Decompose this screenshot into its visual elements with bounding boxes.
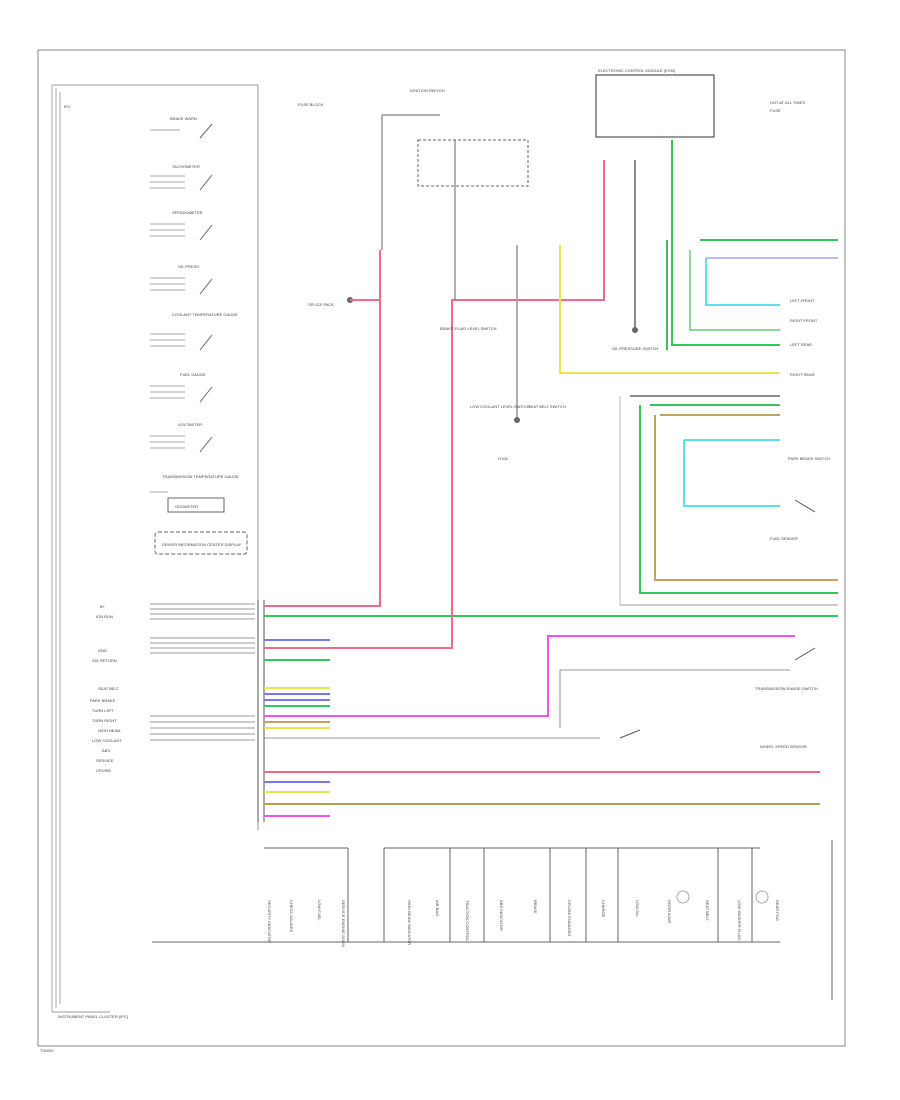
svg-text:BRAKE: BRAKE xyxy=(533,900,538,914)
svg-text:ELECTRONIC CONTROL MODULE (ECM: ELECTRONIC CONTROL MODULE (ECM) xyxy=(598,68,676,73)
svg-text:LEFT FRONT: LEFT FRONT xyxy=(790,298,815,303)
svg-text:DRIVER INFORMATION CENTER DISP: DRIVER INFORMATION CENTER DISPLAY xyxy=(162,542,242,547)
svg-text:SERVICE: SERVICE xyxy=(96,758,114,763)
svg-text:OIL PRESSURE SWITCH: OIL PRESSURE SWITCH xyxy=(612,346,658,351)
svg-text:TURN LEFT: TURN LEFT xyxy=(92,708,115,713)
svg-text:CHARGE: CHARGE xyxy=(601,900,606,917)
svg-text:TACHOMETER: TACHOMETER xyxy=(172,164,200,169)
svg-text:FUSE BLOCK: FUSE BLOCK xyxy=(298,102,324,107)
svg-text:LOW COOLANT: LOW COOLANT xyxy=(92,738,122,743)
svg-text:LOW COOLANT LEVEL SWITCH: LOW COOLANT LEVEL SWITCH xyxy=(470,404,530,409)
svg-text:VOLTMETER: VOLTMETER xyxy=(178,422,202,427)
svg-text:SEAT BELT: SEAT BELT xyxy=(98,686,119,691)
gauge-item: OIL PRESS xyxy=(150,264,213,295)
gauge-item: VOLTMETER xyxy=(150,422,213,453)
gauge-item: ODOMETER xyxy=(175,504,198,509)
gauge-item: FUEL GAUGE xyxy=(150,372,213,403)
svg-text:SPEEDOMETER: SPEEDOMETER xyxy=(172,210,203,215)
svg-text:PARK BRAKE: PARK BRAKE xyxy=(90,698,116,703)
wire-tan xyxy=(654,415,838,581)
svg-text:ABS INDICATOR: ABS INDICATOR xyxy=(499,900,504,931)
ecm-module: ELECTRONIC CONTROL MODULE (ECM) HOT AT A… xyxy=(595,68,805,138)
wire-yellow xyxy=(559,245,780,374)
gauge-item: COOLANT TEMPERATURE GAUGE xyxy=(150,312,238,351)
svg-text:SECURITY INDICATOR: SECURITY INDICATOR xyxy=(267,900,272,943)
svg-text:SEAT BELT SWITCH: SEAT BELT SWITCH xyxy=(528,404,566,409)
right-wires xyxy=(619,140,838,606)
gauge-item: TRANSMISSION TEMPERATURE GAUGE xyxy=(150,474,239,513)
wire-green-mid xyxy=(639,405,838,594)
svg-text:IGNITION SWITCH: IGNITION SWITCH xyxy=(410,88,445,93)
svg-text:IGN RUN: IGN RUN xyxy=(96,614,113,619)
svg-text:ODOMETER: ODOMETER xyxy=(175,504,198,509)
diagram-frame xyxy=(37,49,846,1047)
svg-text:FUEL GAUGE: FUEL GAUGE xyxy=(180,372,206,377)
indicator-lamps: SECURITY INDICATOR CHECK GAUGES LOW FUEL… xyxy=(152,840,833,1000)
svg-text:B+: B+ xyxy=(100,604,106,609)
svg-text:SERVICE ENGINE SOON: SERVICE ENGINE SOON xyxy=(341,900,346,947)
instrument-panel-cluster: IPC INSTRUMENT PANEL CLUSTER (IPC) xyxy=(51,84,259,1019)
svg-text:HIGH BEAM: HIGH BEAM xyxy=(98,728,120,733)
svg-text:COOLANT TEMPERATURE GAUGE: COOLANT TEMPERATURE GAUGE xyxy=(172,312,238,317)
svg-text:PARK BRAKE SWITCH: PARK BRAKE SWITCH xyxy=(788,456,830,461)
cluster-wires xyxy=(264,114,838,817)
fuse-block: FUSE BLOCK IGNITION SWITCH xyxy=(298,88,529,300)
gauge-list: BRAKE WARN TACHOMETER SPEEDOMETER OIL PR… xyxy=(150,116,248,555)
svg-text:LOW FUEL: LOW FUEL xyxy=(317,900,322,921)
wire-pink-ign xyxy=(264,160,605,649)
wire-green-ecm xyxy=(671,140,780,346)
svg-text:TRANSMISSION TEMPERATURE GAUGE: TRANSMISSION TEMPERATURE GAUGE xyxy=(162,474,239,479)
svg-text:HIGH BEAM INDICATOR: HIGH BEAM INDICATOR xyxy=(407,900,412,945)
svg-text:TRANSMISSION RANGE SWITCH: TRANSMISSION RANGE SWITCH xyxy=(755,686,818,691)
svg-text:RIGHT FRONT: RIGHT FRONT xyxy=(790,318,818,323)
svg-text:GND: GND xyxy=(98,648,107,653)
svg-text:DOOR AJAR: DOOR AJAR xyxy=(667,900,672,923)
left-pin-labels: B+ IGN RUN GND SIG RETURN SEAT BELT PARK… xyxy=(90,604,122,773)
cluster-top-label: IPC xyxy=(64,104,71,109)
right-switches xyxy=(619,499,816,739)
gauge-item: SPEEDOMETER xyxy=(150,210,213,241)
svg-text:SPLICE PACK: SPLICE PACK xyxy=(308,302,334,307)
svg-text:WHEEL SPEED SENSOR: WHEEL SPEED SENSOR xyxy=(760,744,807,749)
wire-magenta xyxy=(264,635,795,717)
svg-text:TRACTION CONTROL: TRACTION CONTROL xyxy=(465,900,470,942)
svg-text:LOW OIL: LOW OIL xyxy=(635,900,640,917)
svg-text:BRAKE WARN: BRAKE WARN xyxy=(170,116,197,121)
wire-lightgreen xyxy=(689,250,780,331)
footer-code: T00000 xyxy=(40,1048,54,1053)
svg-text:HOT AT ALL TIMES: HOT AT ALL TIMES xyxy=(770,100,805,105)
wire-pink-fuse xyxy=(264,250,381,607)
svg-text:LOW WASHER FLUID: LOW WASHER FLUID xyxy=(737,900,742,940)
right-connector-labels: LEFT FRONT RIGHT FRONT LEFT REAR RIGHT R… xyxy=(755,298,830,749)
svg-text:SIG RETURN: SIG RETURN xyxy=(92,658,117,663)
svg-text:FUSE: FUSE xyxy=(770,108,781,113)
gauge-item: TACHOMETER xyxy=(150,164,213,191)
svg-text:BRAKE FLUID LEVEL SWITCH: BRAKE FLUID LEVEL SWITCH xyxy=(440,326,497,331)
left-pin-stubs xyxy=(150,603,255,741)
wire-gray-switch xyxy=(264,669,790,739)
svg-text:CRUISE ENGAGED: CRUISE ENGAGED xyxy=(567,900,572,936)
cluster-label: INSTRUMENT PANEL CLUSTER (IPC) xyxy=(58,1014,129,1019)
svg-text:CHECK GAUGES: CHECK GAUGES xyxy=(289,900,294,933)
svg-text:TURN RIGHT: TURN RIGHT xyxy=(92,718,117,723)
wire-cyan-mid xyxy=(683,440,780,507)
svg-text:CRUISE: CRUISE xyxy=(96,768,111,773)
cluster-connector xyxy=(257,600,265,822)
svg-text:LEFT REAR: LEFT REAR xyxy=(790,342,812,347)
svg-text:OIL PRESS: OIL PRESS xyxy=(178,264,199,269)
gauge-item: DRIVER INFORMATION CENTER DISPLAY xyxy=(154,531,248,555)
svg-text:G100: G100 xyxy=(498,456,509,461)
svg-text:RIGHT REAR: RIGHT REAR xyxy=(790,372,815,377)
svg-text:REAR FOG: REAR FOG xyxy=(775,900,780,921)
center-wires: SPLICE PACK BRAKE FLUID LEVEL SWITCH LOW… xyxy=(308,160,780,461)
svg-text:AIR BAG: AIR BAG xyxy=(435,900,440,916)
svg-text:ABS: ABS xyxy=(102,748,110,753)
svg-text:SEAT BELT: SEAT BELT xyxy=(705,900,710,921)
gauge-item: BRAKE WARN xyxy=(150,116,213,139)
wire-cyan-top xyxy=(705,258,780,306)
svg-text:FUEL SENDER: FUEL SENDER xyxy=(770,536,798,541)
